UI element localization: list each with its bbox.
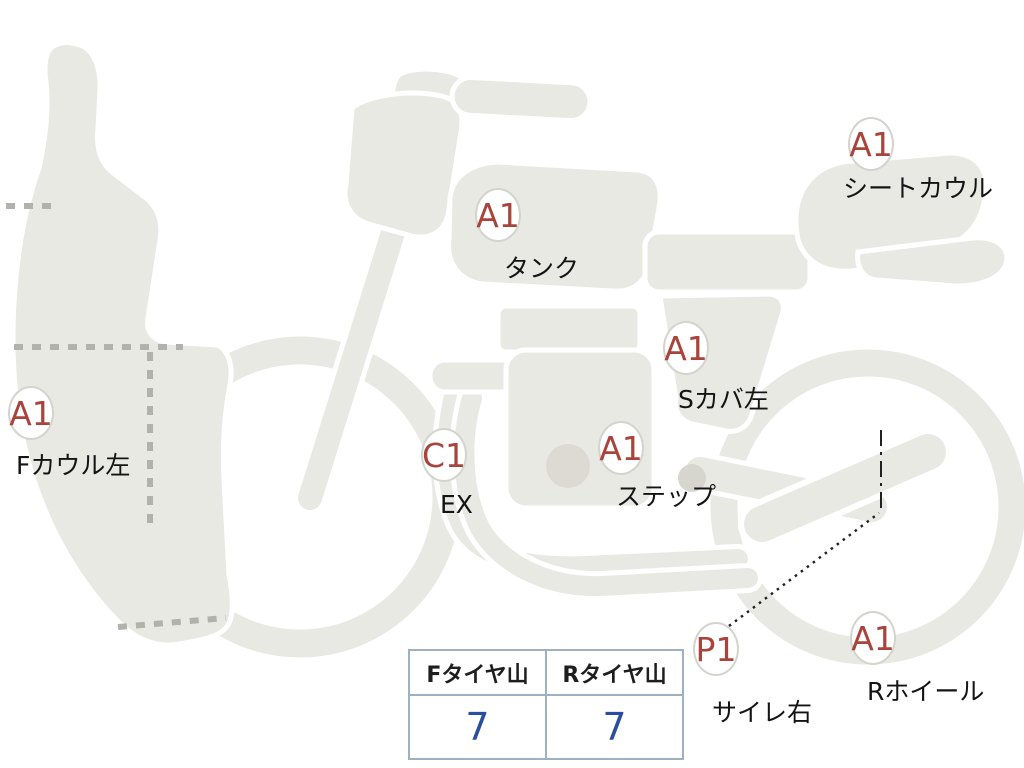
label-seat-cowl: シートカウル	[843, 174, 994, 203]
label-side-cover-left: Sカバ左	[678, 385, 769, 414]
engine-cover-circle	[546, 444, 590, 488]
rear-tire-value: 7	[545, 694, 684, 760]
rear-tire-header: Rタイヤ山	[545, 649, 684, 696]
badge-code: A1	[9, 393, 53, 433]
badge-code: A1	[664, 328, 708, 368]
cowl-dash-bottom	[117, 615, 227, 630]
badge-rear-wheel: A1	[850, 611, 896, 665]
step-peg-circle	[678, 464, 706, 492]
label-rear-wheel: Rホイール	[867, 677, 985, 706]
tire-tread-table: Fタイヤ山 Rタイヤ山 7 7	[408, 649, 684, 760]
badge-code: A1	[851, 618, 895, 658]
badge-front-cowl-left: A1	[8, 386, 54, 440]
badge-exhaust: C1	[421, 428, 467, 482]
front-tire-value: 7	[408, 694, 547, 760]
badge-code: P1	[695, 629, 737, 669]
badge-code: C1	[421, 435, 467, 475]
label-front-cowl-left: Fカウル左	[16, 451, 131, 480]
badge-side-cover-left: A1	[663, 321, 709, 375]
badge-code: A1	[849, 124, 893, 164]
tail-lower-shape	[855, 235, 1010, 289]
silencer-leader-line	[728, 512, 880, 627]
badge-code: A1	[476, 195, 520, 235]
label-step: ステップ	[616, 482, 717, 511]
engine-mount-shape	[427, 357, 519, 395]
badge-tank: A1	[475, 188, 521, 242]
badge-silencer-right: P1	[693, 622, 739, 676]
silencer-shape	[744, 434, 946, 542]
badge-seat-cowl: A1	[848, 117, 894, 171]
badge-code: A1	[599, 428, 643, 468]
front-cowl-shape	[10, 40, 235, 648]
label-silencer-right: サイレ右	[712, 698, 813, 727]
label-tank: タンク	[504, 254, 580, 283]
badge-step: A1	[598, 421, 644, 475]
front-tire-header: Fタイヤ山	[408, 649, 547, 696]
headstock-shape	[342, 90, 465, 240]
handlebar-shape	[449, 74, 593, 124]
label-exhaust: EX	[440, 490, 473, 519]
engine-top-shape	[495, 303, 643, 355]
frame-rail-shape	[642, 229, 813, 295]
